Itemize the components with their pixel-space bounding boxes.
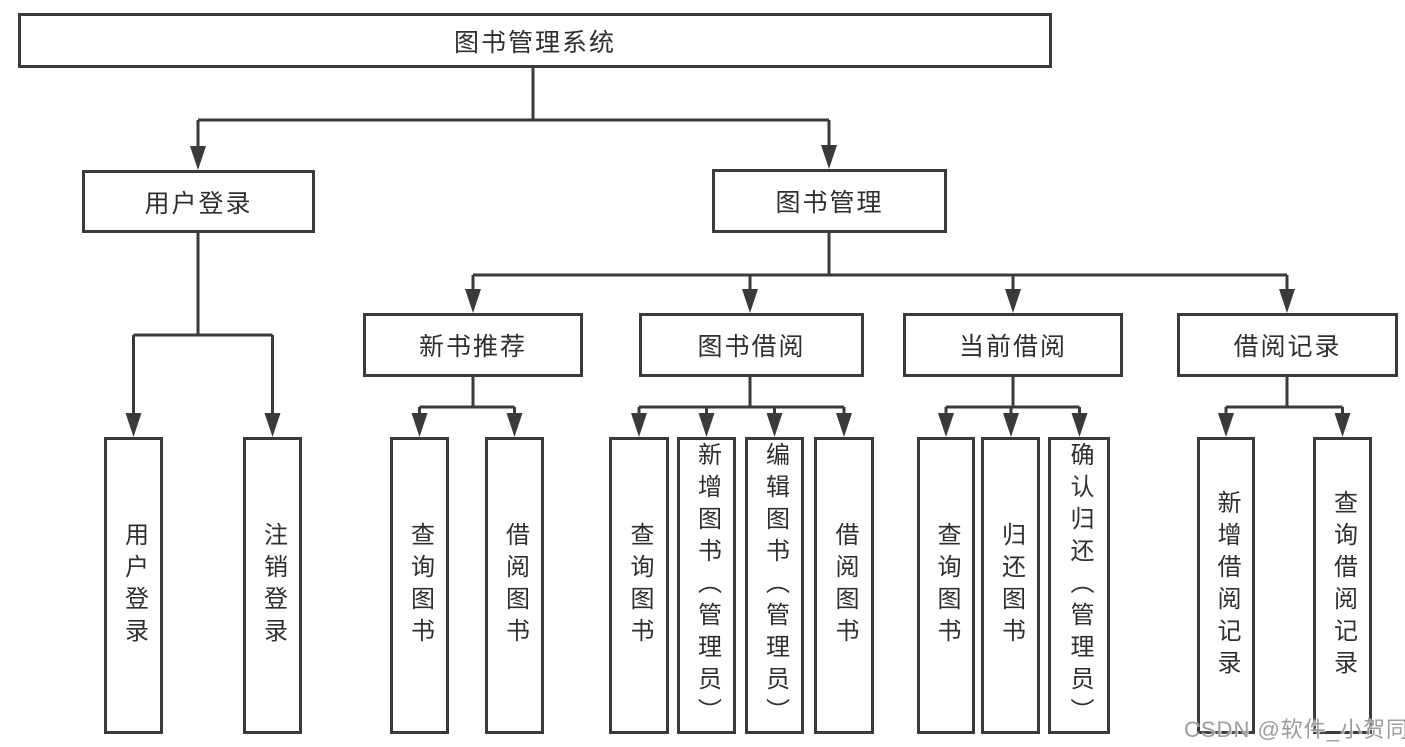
leaf-return-books-label: 归还图书 xyxy=(997,521,1025,650)
leaf-query-books-recommend-label: 查询图书 xyxy=(406,521,434,650)
node-borrowing-records-label: 借阅记录 xyxy=(1233,333,1342,361)
arrowhead xyxy=(1071,413,1088,437)
leaf-confirm-return-admin-label: 确认归还（管理员） xyxy=(1066,441,1093,730)
arrowhead xyxy=(264,413,281,437)
csdn-watermark: CSDN @软件_小贺同学 xyxy=(1184,717,1405,742)
leaf-borrow-books-borrowing-label: 借阅图书 xyxy=(831,521,858,650)
leaf-logout: 注销登录 xyxy=(243,437,302,734)
leaf-add-books-admin-label: 新增图书（管理员） xyxy=(693,441,721,730)
node-current-borrowing: 当前借阅 xyxy=(903,313,1123,377)
node-new-book-recommend: 新书推荐 xyxy=(363,313,583,377)
arrowhead xyxy=(1279,289,1295,313)
connector-borrowing-to-leaves xyxy=(631,377,852,437)
leaf-borrow-books-recommend: 借阅图书 xyxy=(485,437,544,734)
leaf-user-login: 用户登录 xyxy=(104,437,163,734)
connector-records-to-leaves xyxy=(1218,377,1351,437)
arrowhead xyxy=(125,413,142,437)
connector-current-to-leaves xyxy=(938,377,1088,437)
node-new-book-recommend-label: 新书推荐 xyxy=(418,333,527,361)
connector-recommend-to-leaves xyxy=(411,377,523,437)
node-book-management: 图书管理 xyxy=(712,169,947,233)
arrowhead xyxy=(938,413,954,437)
connector-userlogin-to-leaves xyxy=(125,233,281,437)
leaf-confirm-return-admin: 确认归还（管理员） xyxy=(1048,437,1110,734)
arrowhead xyxy=(1003,413,1019,437)
leaf-query-books-current: 查询图书 xyxy=(917,437,975,734)
leaf-borrow-books-recommend-label: 借阅图书 xyxy=(501,521,529,650)
leaf-query-borrow-record: 查询借阅记录 xyxy=(1313,437,1372,734)
arrowhead xyxy=(821,145,837,169)
leaf-add-borrow-record: 新增借阅记录 xyxy=(1197,437,1255,734)
node-book-borrowing-label: 图书借阅 xyxy=(697,333,806,361)
leaf-edit-books-admin-label: 编辑图书（管理员） xyxy=(761,441,789,730)
connector-root-to-level2 xyxy=(190,68,837,170)
node-root-label: 图书管理系统 xyxy=(453,28,616,57)
arrowhead xyxy=(411,413,428,437)
leaf-borrow-books-borrowing: 借阅图书 xyxy=(814,437,874,734)
leaf-query-borrow-record-label: 查询借阅记录 xyxy=(1329,489,1357,682)
leaf-query-books-borrowing-label: 查询图书 xyxy=(626,521,653,650)
leaf-add-borrow-record-label: 新增借阅记录 xyxy=(1213,489,1240,682)
node-root: 图书管理系统 xyxy=(18,13,1052,68)
arrowhead xyxy=(766,413,783,437)
arrowhead xyxy=(698,413,715,437)
arrowhead xyxy=(836,413,852,437)
leaf-return-books: 归还图书 xyxy=(981,437,1040,734)
leaf-add-books-admin: 新增图书（管理员） xyxy=(677,437,736,734)
arrowhead xyxy=(1334,413,1351,437)
node-current-borrowing-label: 当前借阅 xyxy=(958,333,1067,361)
node-user-login-branch: 用户登录 xyxy=(82,170,315,233)
arrowhead xyxy=(190,146,206,170)
arrowhead xyxy=(631,413,647,437)
arrowhead xyxy=(1218,413,1234,437)
node-book-management-label: 图书管理 xyxy=(775,189,884,217)
node-user-login-branch-label: 用户登录 xyxy=(144,189,253,218)
leaf-logout-label: 注销登录 xyxy=(259,521,287,650)
leaf-edit-books-admin: 编辑图书（管理员） xyxy=(745,437,804,734)
arrowhead xyxy=(1005,289,1021,313)
node-borrowing-records: 借阅记录 xyxy=(1177,313,1398,377)
arrowhead xyxy=(465,289,481,313)
arrowhead xyxy=(506,413,523,437)
node-book-borrowing: 图书借阅 xyxy=(639,313,864,377)
leaf-query-books-borrowing: 查询图书 xyxy=(609,437,669,734)
arrowhead xyxy=(742,289,758,313)
leaf-query-books-current-label: 查询图书 xyxy=(933,521,960,650)
leaf-query-books-recommend: 查询图书 xyxy=(390,437,449,734)
connector-bookmgmt-to-level3 xyxy=(465,233,1295,313)
leaf-user-login-label: 用户登录 xyxy=(120,521,148,650)
